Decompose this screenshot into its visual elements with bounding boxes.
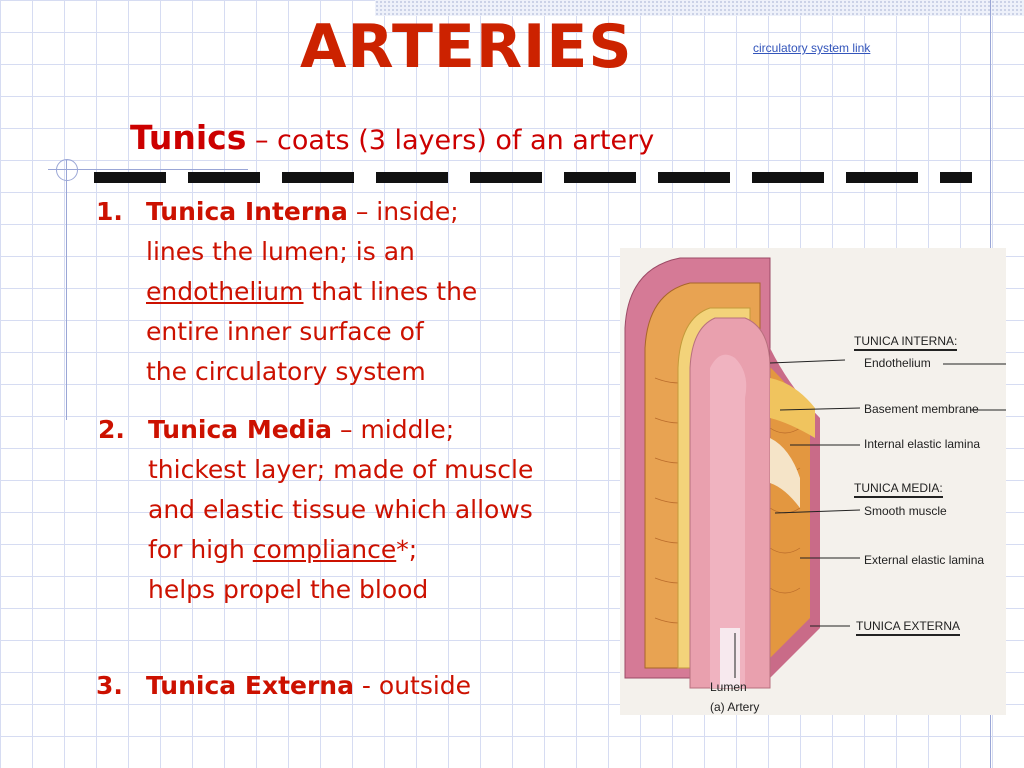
subtitle-rest: – coats (3 layers) of an artery <box>246 125 655 156</box>
endothelium-term: endothelium <box>146 277 304 306</box>
item-term: Tunica Interna <box>146 197 348 226</box>
item-text: for high <box>148 535 253 564</box>
label-lumen: Lumen <box>710 680 747 694</box>
endothelium-layer <box>710 354 747 688</box>
page-title: ARTERIES <box>300 12 633 82</box>
top-decorative-bar <box>375 0 1024 16</box>
subtitle-strong: Tunics <box>130 118 247 157</box>
artery-diagram: TUNICA INTERNA: Endothelium Basement mem… <box>620 248 1006 715</box>
item-term: Tunica Media <box>148 415 333 444</box>
circulatory-system-link[interactable]: circulatory system link <box>753 41 871 55</box>
item-body: Tunica Interna – inside; lines the lumen… <box>146 192 477 392</box>
item-number: 1. <box>96 197 123 226</box>
item-body: Tunica Externa - outside <box>146 666 471 706</box>
item-number: 3. <box>96 671 123 700</box>
label-external-elastic-lamina: External elastic lamina <box>864 553 985 567</box>
label-internal-elastic-lamina: Internal elastic lamina <box>864 437 981 451</box>
label-smooth-muscle: Smooth muscle <box>864 504 947 518</box>
leader-lines <box>734 359 1006 678</box>
item-number: 2. <box>98 415 125 444</box>
item-text: – inside; <box>347 197 459 226</box>
item-text: the circulatory system <box>146 357 426 386</box>
item-text: thickest layer; made of muscle <box>148 455 534 484</box>
label-basement-membrane: Basement membrane <box>864 402 979 416</box>
item-text: entire inner surface of <box>146 317 424 346</box>
item-text: - outside <box>353 671 472 700</box>
left-horizontal-guide <box>48 169 248 170</box>
item-text: – middle; <box>332 415 455 444</box>
diagram-caption: (a) Artery <box>710 700 760 714</box>
elastic-lamina-step <box>770 438 800 508</box>
label-tunica-interna: TUNICA INTERNA: <box>854 334 958 351</box>
basement-membrane-step <box>770 378 815 438</box>
dashed-divider <box>94 172 972 183</box>
item-term: Tunica Externa <box>146 671 354 700</box>
label-tunica-externa: TUNICA EXTERNA <box>856 619 961 636</box>
left-guide-line <box>66 160 67 420</box>
compliance-term: compliance <box>252 535 397 564</box>
circle-ornament <box>56 159 78 181</box>
item-text: that lines the <box>303 277 478 306</box>
item-text: *; <box>396 535 418 564</box>
item-text: helps propel the blood <box>148 575 429 604</box>
item-body: Tunica Media – middle; thickest layer; m… <box>148 410 533 610</box>
item-text: lines the lumen; is an <box>146 237 415 266</box>
artery-illustration <box>624 257 1006 689</box>
item-text: and elastic tissue which allows <box>148 495 533 524</box>
label-endothelium: Endothelium <box>864 356 931 370</box>
subtitle: Tunics – coats (3 layers) of an artery <box>130 118 654 157</box>
label-tunica-media: TUNICA MEDIA: <box>854 481 943 498</box>
lumen-area <box>720 628 740 688</box>
